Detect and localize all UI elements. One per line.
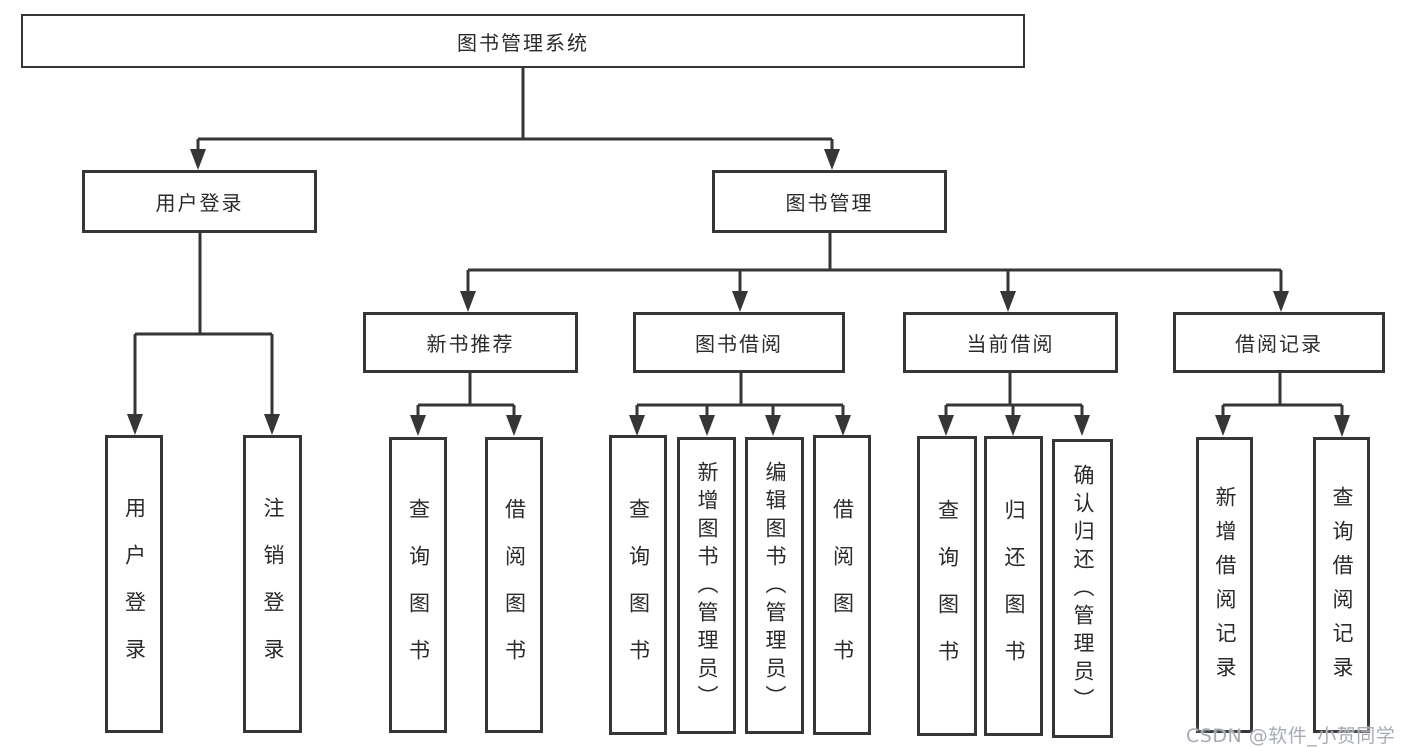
arrow-down-icon [410,415,426,436]
node-leaf-query-book-1: 查询图书 [389,437,447,733]
arrow-down-icon [127,414,143,435]
node-leaf-confirm-return: 确认归还（管理员） [1052,439,1113,738]
node-leaf-add-book-label: 新增图书（管理员） [695,461,719,713]
connector-root [196,68,834,151]
node-leaf-add-borrow-record: 新增借阅记录 [1196,437,1253,733]
node-cat-book-borrow: 图书借阅 [633,312,845,373]
node-leaf-logout-label: 注销登录 [261,496,285,685]
connector-book-borrow [635,373,845,417]
node-leaf-query-borrow-record-label: 查询借阅记录 [1330,486,1354,690]
connector-lines [133,68,1344,417]
arrow-down-icon [1273,291,1289,312]
node-leaf-logout: 注销登录 [243,435,302,733]
node-leaf-borrow-book-1-label: 借阅图书 [502,497,527,686]
node-leaf-edit-book: 编辑图书（管理员） [745,437,804,734]
node-cat-book-borrow-label: 图书借阅 [695,332,783,356]
node-leaf-borrow-book-2-label: 借阅图书 [830,497,855,686]
node-root: 图书管理系统 [21,14,1025,68]
node-branch-book-mgmt-label: 图书管理 [785,191,874,215]
connector-user-login [133,233,274,416]
node-leaf-query-borrow-record: 查询借阅记录 [1313,437,1370,733]
node-leaf-query-book-1-label: 查询图书 [406,497,431,686]
arrow-down-icon [460,291,476,312]
node-leaf-return-book-label: 归还图书 [1002,498,1026,687]
arrow-down-icon [1005,415,1021,436]
node-root-label: 图书管理系统 [457,30,589,55]
node-leaf-query-book-2-label: 查询图书 [626,497,651,686]
node-leaf-user-login-label: 用户登录 [122,496,147,685]
node-leaf-add-borrow-record-label: 新增借阅记录 [1213,486,1237,690]
arrow-down-icon [824,149,840,170]
node-cat-borrow-records-label: 借阅记录 [1235,332,1323,356]
watermark: CSDN @软件_小贺同学 [1186,725,1396,747]
arrow-down-icon [732,291,748,312]
node-leaf-query-book-3: 查询图书 [917,436,977,736]
node-leaf-query-book-3-label: 查询图书 [935,498,960,687]
arrow-down-icon [699,415,715,436]
arrow-down-icon [190,149,206,170]
connector-book-mgmt [466,233,1283,293]
node-cat-borrow-records: 借阅记录 [1173,312,1385,373]
node-branch-user-login: 用户登录 [82,170,317,233]
arrow-down-icon [1215,415,1231,436]
node-leaf-add-book: 新增图书（管理员） [677,437,736,734]
node-leaf-return-book: 归还图书 [984,436,1043,736]
node-leaf-borrow-book-2: 借阅图书 [813,435,871,735]
arrow-down-icon [835,415,851,436]
arrow-down-icon [629,415,645,436]
node-leaf-query-book-2: 查询图书 [609,435,667,735]
node-cat-new-book-rec: 新书推荐 [363,312,578,373]
arrow-down-icon [765,415,781,436]
node-branch-user-login-label: 用户登录 [155,191,244,215]
arrow-down-icon [264,414,280,435]
arrowhead-icons [127,149,1350,437]
arrow-down-icon [506,415,522,436]
node-leaf-borrow-book-1: 借阅图书 [485,437,543,733]
node-branch-book-mgmt: 图书管理 [712,170,947,233]
connector-current-borrow [944,373,1084,417]
node-leaf-user-login: 用户登录 [105,435,163,733]
arrow-down-icon [1000,291,1016,312]
arrow-down-icon [938,415,954,436]
connector-borrow-records [1221,373,1344,417]
arrow-down-icon [1334,415,1350,437]
connector-new-book-rec [416,373,516,417]
node-cat-current-borrow-label: 当前借阅 [966,332,1055,356]
node-leaf-confirm-return-label: 确认归还（管理员） [1071,464,1095,716]
node-leaf-edit-book-label: 编辑图书（管理员） [763,461,787,713]
arrow-down-icon [1074,415,1090,436]
node-cat-new-book-rec-label: 新书推荐 [426,332,515,356]
node-cat-current-borrow: 当前借阅 [903,312,1118,373]
